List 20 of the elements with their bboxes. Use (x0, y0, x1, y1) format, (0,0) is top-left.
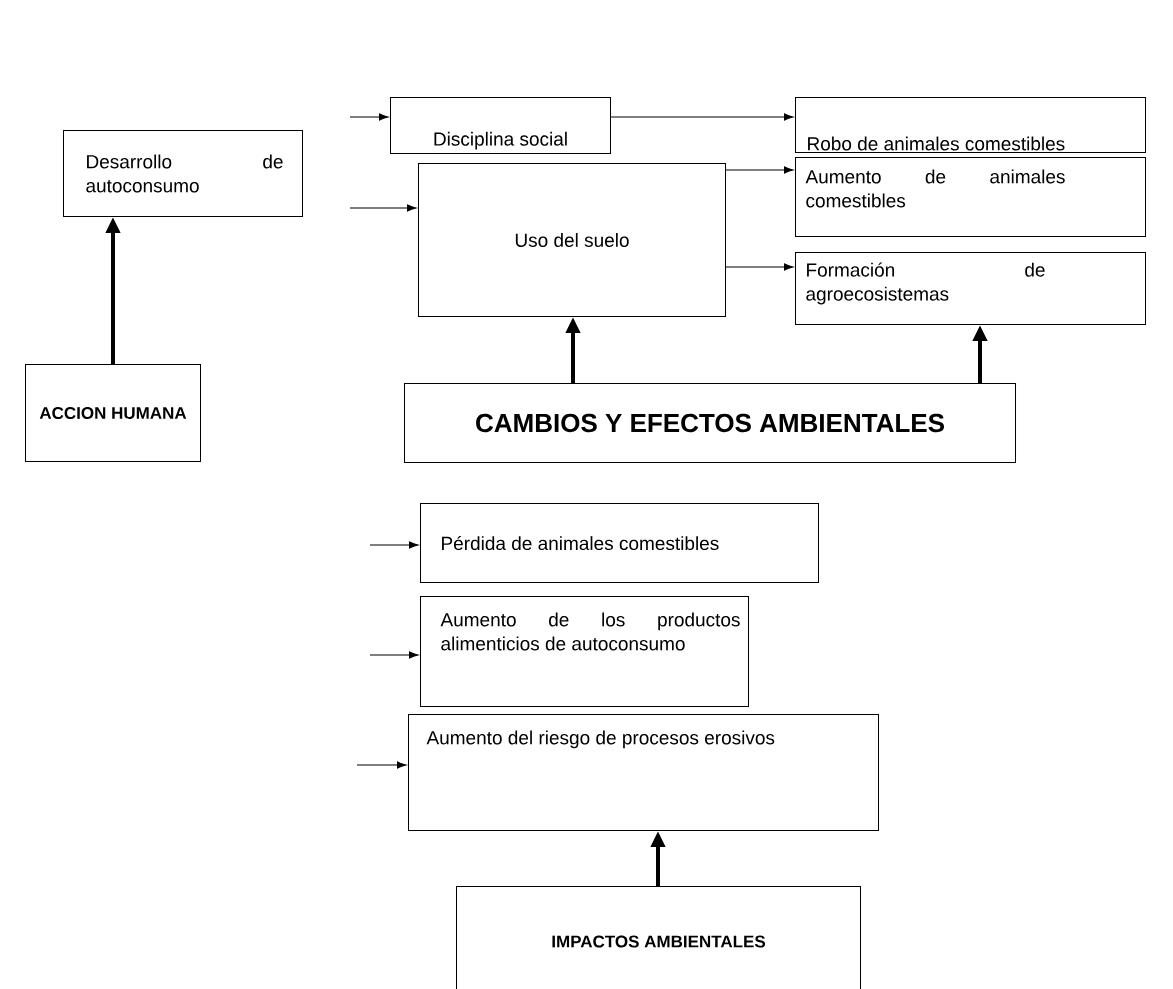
arrow (610, 113, 794, 121)
text-box: Pérdida de animales comestibles (420, 503, 819, 583)
text-box: Aumento de animales comestibles (795, 157, 1146, 237)
heading-box: ACCION HUMANA (25, 364, 201, 462)
text-box: Formación de agroecosistemas (795, 252, 1146, 325)
text-box: Aumento del riesgo de procesos erosivos (408, 714, 879, 831)
text-box: Robo de animales comestibles (795, 97, 1146, 153)
arrow (349, 204, 417, 212)
arrow (349, 113, 389, 121)
arrow (356, 761, 407, 769)
text-box: Uso del suelo (418, 163, 726, 317)
text-box: Desarrollo de autoconsumo (63, 130, 303, 217)
arrow (725, 166, 794, 174)
arrow (369, 541, 419, 549)
text-box: Aumento de los productos alimenticios de autoconsumo (420, 596, 749, 707)
heading-box: IMPACTOS AMBIENTALES (456, 886, 861, 989)
heading-box: CAMBIOS Y EFECTOS AMBIENTALES (404, 383, 1016, 463)
arrow (725, 263, 794, 271)
arrow (369, 651, 419, 659)
text-box: Disciplina social (390, 97, 611, 154)
